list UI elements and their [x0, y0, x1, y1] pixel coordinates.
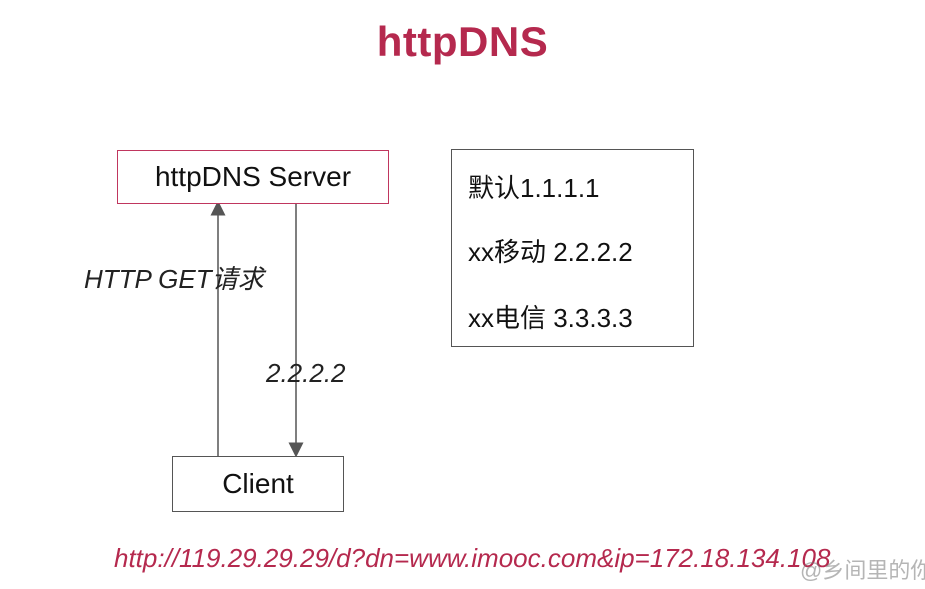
request-label: HTTP GET请求: [84, 264, 264, 294]
dns-entry-mobile: xx移动 2.2.2.2: [468, 237, 633, 267]
request-url: http://119.29.29.29/d?dn=www.imooc.com&i…: [114, 543, 831, 573]
response-label: 2.2.2.2: [266, 358, 346, 388]
dns-mapping-table: 默认1.1.1.1 xx移动 2.2.2.2 xx电信 3.3.3.3: [451, 149, 694, 347]
dns-entry-default: 默认1.1.1.1: [468, 173, 600, 203]
httpdns-server-box: httpDNS Server: [117, 150, 389, 204]
client-label: Client: [222, 468, 294, 499]
page-title: httpDNS: [376, 18, 549, 65]
server-label: httpDNS Server: [154, 161, 352, 192]
dns-entry-telecom: xx电信 3.3.3.3: [468, 303, 633, 333]
client-box: Client: [172, 456, 344, 512]
watermark: @乡间里的你: [800, 558, 925, 583]
